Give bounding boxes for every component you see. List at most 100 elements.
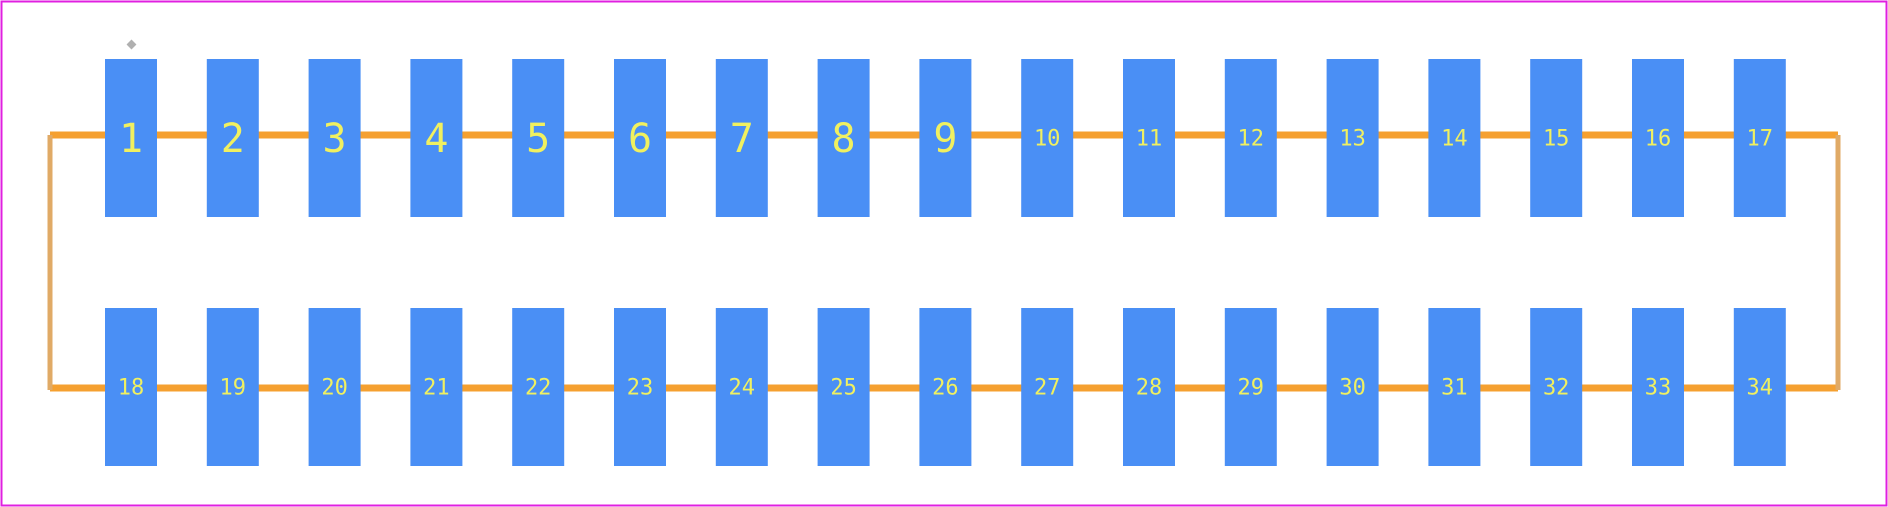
- pad-24: 24: [715, 308, 768, 466]
- pad-32: 32: [1530, 308, 1583, 466]
- pad-rect: [1123, 308, 1175, 466]
- pad-label: 14: [1441, 127, 1468, 152]
- pad-label: 28: [1136, 376, 1163, 401]
- pad-rect: [817, 59, 870, 217]
- pad-8: 8: [817, 59, 870, 217]
- pad-label: 33: [1645, 376, 1672, 401]
- pad-1: 1: [105, 59, 157, 217]
- pad-rect: [817, 308, 870, 466]
- pad-label: 26: [932, 376, 959, 401]
- pad-label: 21: [423, 376, 450, 401]
- pad-label: 18: [118, 376, 145, 401]
- pad-label: 23: [627, 376, 654, 401]
- pad-7: 7: [715, 59, 768, 217]
- pad-label: 12: [1238, 127, 1265, 152]
- pad-label: 20: [321, 376, 348, 401]
- pad-rect: [105, 59, 157, 217]
- pad-18: 18: [105, 308, 157, 466]
- pad-label: 27: [1034, 376, 1061, 401]
- pad-label: 1: [119, 116, 143, 162]
- pad-rect: [919, 308, 972, 466]
- pad-33: 33: [1632, 308, 1684, 466]
- pad-3: 3: [308, 59, 361, 217]
- pad-rect: [715, 308, 768, 466]
- pad-rect: [512, 308, 565, 466]
- pad-label: 10: [1034, 127, 1061, 152]
- pad-9: 9: [919, 59, 972, 217]
- pad-13: 13: [1326, 59, 1379, 217]
- pad-29: 29: [1224, 308, 1277, 466]
- pad-rect: [1224, 308, 1277, 466]
- pad-label: 13: [1339, 127, 1366, 152]
- pad-rect: [1326, 308, 1379, 466]
- pad-30: 30: [1326, 308, 1379, 466]
- pad-row-bottom: 18 19 20 21 22 23 24 25 26 27 28 29 30 31 32 33 34: [105, 308, 1786, 466]
- pad-17: 17: [1733, 59, 1786, 217]
- pad-label: 7: [730, 116, 754, 162]
- pad-rect: [410, 59, 463, 217]
- pad-rect: [1021, 59, 1074, 217]
- pad-label: 25: [830, 376, 857, 401]
- pad-label: 11: [1136, 127, 1163, 152]
- pad-label: 24: [729, 376, 756, 401]
- pad-26: 26: [919, 308, 972, 466]
- pad-16: 16: [1632, 59, 1684, 217]
- pad-12: 12: [1224, 59, 1277, 217]
- pad-2: 2: [206, 59, 259, 217]
- pad-rect: [1123, 59, 1175, 217]
- pad-21: 21: [410, 308, 463, 466]
- pad-rect: [1224, 59, 1277, 217]
- pad-rect: [308, 59, 361, 217]
- pad-label: 9: [933, 116, 957, 162]
- pad-label: 32: [1543, 376, 1570, 401]
- pad-rect: [1530, 308, 1583, 466]
- pad-rect: [1632, 308, 1684, 466]
- pad-rect: [1733, 308, 1786, 466]
- pad-rect: [715, 59, 768, 217]
- pad-label: 8: [832, 116, 856, 162]
- pad-rect: [206, 59, 259, 217]
- pad-label: 19: [220, 376, 247, 401]
- pad-rect: [512, 59, 565, 217]
- pad-rect: [1530, 59, 1583, 217]
- pad-34: 34: [1733, 308, 1786, 466]
- pad-rect: [105, 308, 157, 466]
- pad-rect: [206, 308, 259, 466]
- pad-rect: [919, 59, 972, 217]
- pad-label: 22: [525, 376, 552, 401]
- pad-5: 5: [512, 59, 565, 217]
- pad-label: 34: [1747, 376, 1774, 401]
- pad-31: 31: [1428, 308, 1481, 466]
- pad-rect: [1733, 59, 1786, 217]
- pad-rect: [1021, 308, 1074, 466]
- pad-15: 15: [1530, 59, 1583, 217]
- pad-label: 17: [1747, 127, 1774, 152]
- pad-rect: [410, 308, 463, 466]
- pad-27: 27: [1021, 308, 1074, 466]
- pad-rect: [308, 308, 361, 466]
- pad-rect: [1326, 59, 1379, 217]
- pad-label: 6: [628, 116, 652, 162]
- pad-rect: [614, 59, 666, 217]
- pad-28: 28: [1123, 308, 1175, 466]
- pad-rect: [1428, 308, 1481, 466]
- pad-4: 4: [410, 59, 463, 217]
- pad-label: 30: [1339, 376, 1366, 401]
- pad-label: 3: [323, 116, 347, 162]
- pad-label: 31: [1441, 376, 1468, 401]
- pad-10: 10: [1021, 59, 1074, 217]
- pad-rect: [1632, 59, 1684, 217]
- pad-6: 6: [614, 59, 666, 217]
- pad-20: 20: [308, 308, 361, 466]
- pad-19: 19: [206, 308, 259, 466]
- pad-label: 4: [424, 116, 448, 162]
- pad-23: 23: [614, 308, 666, 466]
- pin1-marker: [126, 39, 137, 50]
- pad-label: 15: [1543, 127, 1570, 152]
- pad-rect: [614, 308, 666, 466]
- pad-rect: [1428, 59, 1481, 217]
- pad-label: 29: [1238, 376, 1265, 401]
